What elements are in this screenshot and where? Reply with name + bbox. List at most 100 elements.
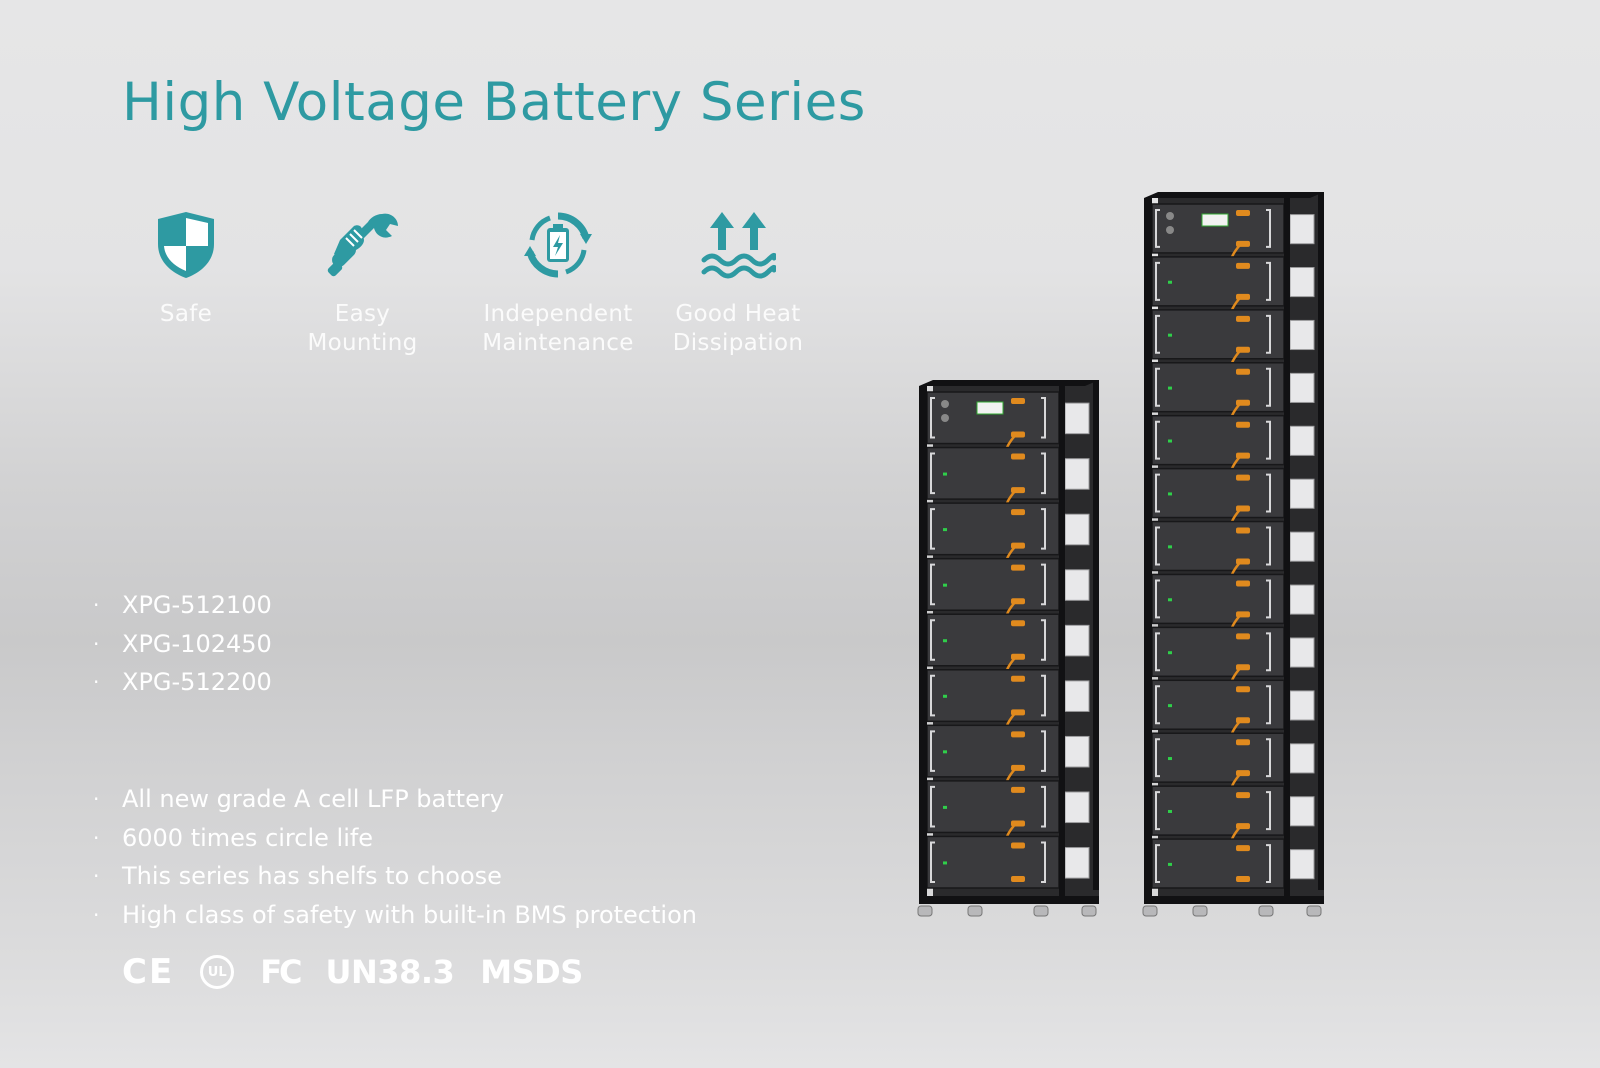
module-handle bbox=[1266, 314, 1271, 354]
rack-shelf-rail bbox=[1289, 584, 1315, 615]
rack-shelf-rail bbox=[1289, 637, 1315, 668]
module-handle bbox=[1155, 367, 1160, 407]
ce-mark: CE bbox=[122, 952, 175, 992]
battery-module bbox=[1151, 256, 1285, 307]
power-connector bbox=[1011, 620, 1025, 627]
battery-module bbox=[926, 613, 1060, 667]
power-connector bbox=[1236, 210, 1250, 216]
status-led bbox=[1168, 545, 1172, 549]
power-connector bbox=[1236, 633, 1250, 640]
status-led bbox=[943, 750, 947, 754]
bms-control-box bbox=[1151, 203, 1285, 254]
status-led bbox=[943, 805, 947, 809]
feature-safe: Safe bbox=[131, 210, 241, 329]
module-handle bbox=[1155, 473, 1160, 513]
power-connector bbox=[1236, 527, 1250, 534]
module-handle bbox=[1041, 563, 1046, 606]
module-handle bbox=[930, 452, 935, 495]
module-handle bbox=[930, 563, 935, 606]
rack-foot bbox=[1192, 905, 1208, 917]
status-led bbox=[1168, 386, 1172, 390]
module-handle bbox=[1155, 738, 1160, 778]
bms-breaker bbox=[1201, 213, 1229, 227]
battery-module bbox=[1151, 732, 1285, 783]
list-item: High class of safety with built-in BMS p… bbox=[90, 896, 697, 935]
battery-module bbox=[926, 724, 1060, 778]
rack-shelf-rail bbox=[1064, 791, 1090, 824]
status-led bbox=[1168, 651, 1172, 655]
rack-shelf-rail bbox=[1289, 319, 1315, 351]
un383-mark: UN38.3 bbox=[325, 953, 455, 991]
battery-rack-tall bbox=[1142, 192, 1324, 917]
module-handle bbox=[930, 841, 935, 883]
battery-module bbox=[1151, 838, 1285, 889]
rack-shelf-rail bbox=[1289, 267, 1315, 298]
status-led bbox=[1168, 809, 1172, 813]
rack-top-frame bbox=[1144, 192, 1324, 198]
module-handle bbox=[1155, 844, 1160, 883]
rack-shelf-rail bbox=[1064, 402, 1090, 435]
bms-knob bbox=[1166, 212, 1174, 220]
power-connector bbox=[1011, 509, 1025, 516]
module-handle bbox=[1155, 209, 1160, 248]
module-handle bbox=[1155, 420, 1160, 460]
rack-shelf-rail bbox=[1289, 425, 1315, 456]
rack-shelf-rail bbox=[1289, 214, 1315, 245]
rack-shelf-rail bbox=[1064, 458, 1090, 490]
battery-module bbox=[1151, 362, 1285, 413]
rack-foot bbox=[1033, 905, 1049, 917]
battery-module bbox=[926, 669, 1060, 723]
battery-cycle-icon bbox=[524, 212, 592, 278]
status-led bbox=[943, 639, 947, 643]
rack-foot bbox=[1258, 905, 1274, 917]
status-led bbox=[943, 861, 947, 865]
rack-shelf-rail bbox=[1064, 735, 1090, 768]
power-connector bbox=[1236, 792, 1250, 799]
rack-base bbox=[1144, 896, 1324, 904]
ul-mark: UL bbox=[200, 955, 235, 989]
rack-shelf-rail bbox=[1289, 690, 1315, 721]
list-item: XPG-512200 bbox=[90, 663, 272, 702]
module-handle bbox=[1266, 632, 1271, 672]
battery-rack-short bbox=[917, 380, 1099, 917]
module-handle bbox=[1266, 791, 1271, 831]
battery-module bbox=[1151, 573, 1285, 625]
battery-module bbox=[926, 446, 1060, 500]
rack-shelf-rail bbox=[1064, 513, 1090, 546]
power-connector bbox=[1011, 564, 1025, 571]
rack-shelf-rail bbox=[1289, 796, 1315, 827]
rack-shelf-rail bbox=[1289, 372, 1315, 403]
feature-heat-dissipation: Good Heat Dissipation bbox=[663, 210, 813, 358]
module-handle bbox=[1266, 526, 1271, 566]
module-handle bbox=[1266, 209, 1271, 248]
module-handle bbox=[1266, 261, 1271, 301]
module-handle bbox=[1266, 738, 1271, 778]
power-connector bbox=[1236, 739, 1250, 746]
status-led bbox=[1168, 704, 1172, 708]
module-handle bbox=[930, 674, 935, 717]
power-connector bbox=[1236, 262, 1250, 269]
status-led bbox=[1168, 492, 1172, 496]
rack-post bbox=[1284, 198, 1290, 902]
rack-post bbox=[1093, 380, 1099, 890]
bms-knob bbox=[941, 400, 949, 408]
module-handle bbox=[1155, 261, 1160, 301]
status-led bbox=[1168, 280, 1172, 284]
power-connector bbox=[1011, 842, 1025, 849]
module-handle bbox=[930, 730, 935, 772]
module-handle bbox=[1155, 632, 1160, 672]
battery-module bbox=[1151, 309, 1285, 360]
rack-shelf-rail bbox=[1064, 847, 1090, 879]
module-handle bbox=[1155, 579, 1160, 619]
rack-foot bbox=[967, 905, 983, 917]
power-connector bbox=[1236, 421, 1250, 428]
power-connector bbox=[1011, 786, 1025, 793]
feature-label: Easy Mounting bbox=[307, 301, 418, 356]
module-handle bbox=[1041, 841, 1046, 883]
wrench-hand-icon bbox=[327, 213, 398, 277]
module-handle bbox=[1041, 508, 1046, 550]
shield-icon bbox=[158, 212, 214, 278]
module-handle bbox=[1266, 367, 1271, 407]
rack-shelf-rail bbox=[1064, 624, 1090, 657]
module-handle bbox=[1155, 526, 1160, 566]
